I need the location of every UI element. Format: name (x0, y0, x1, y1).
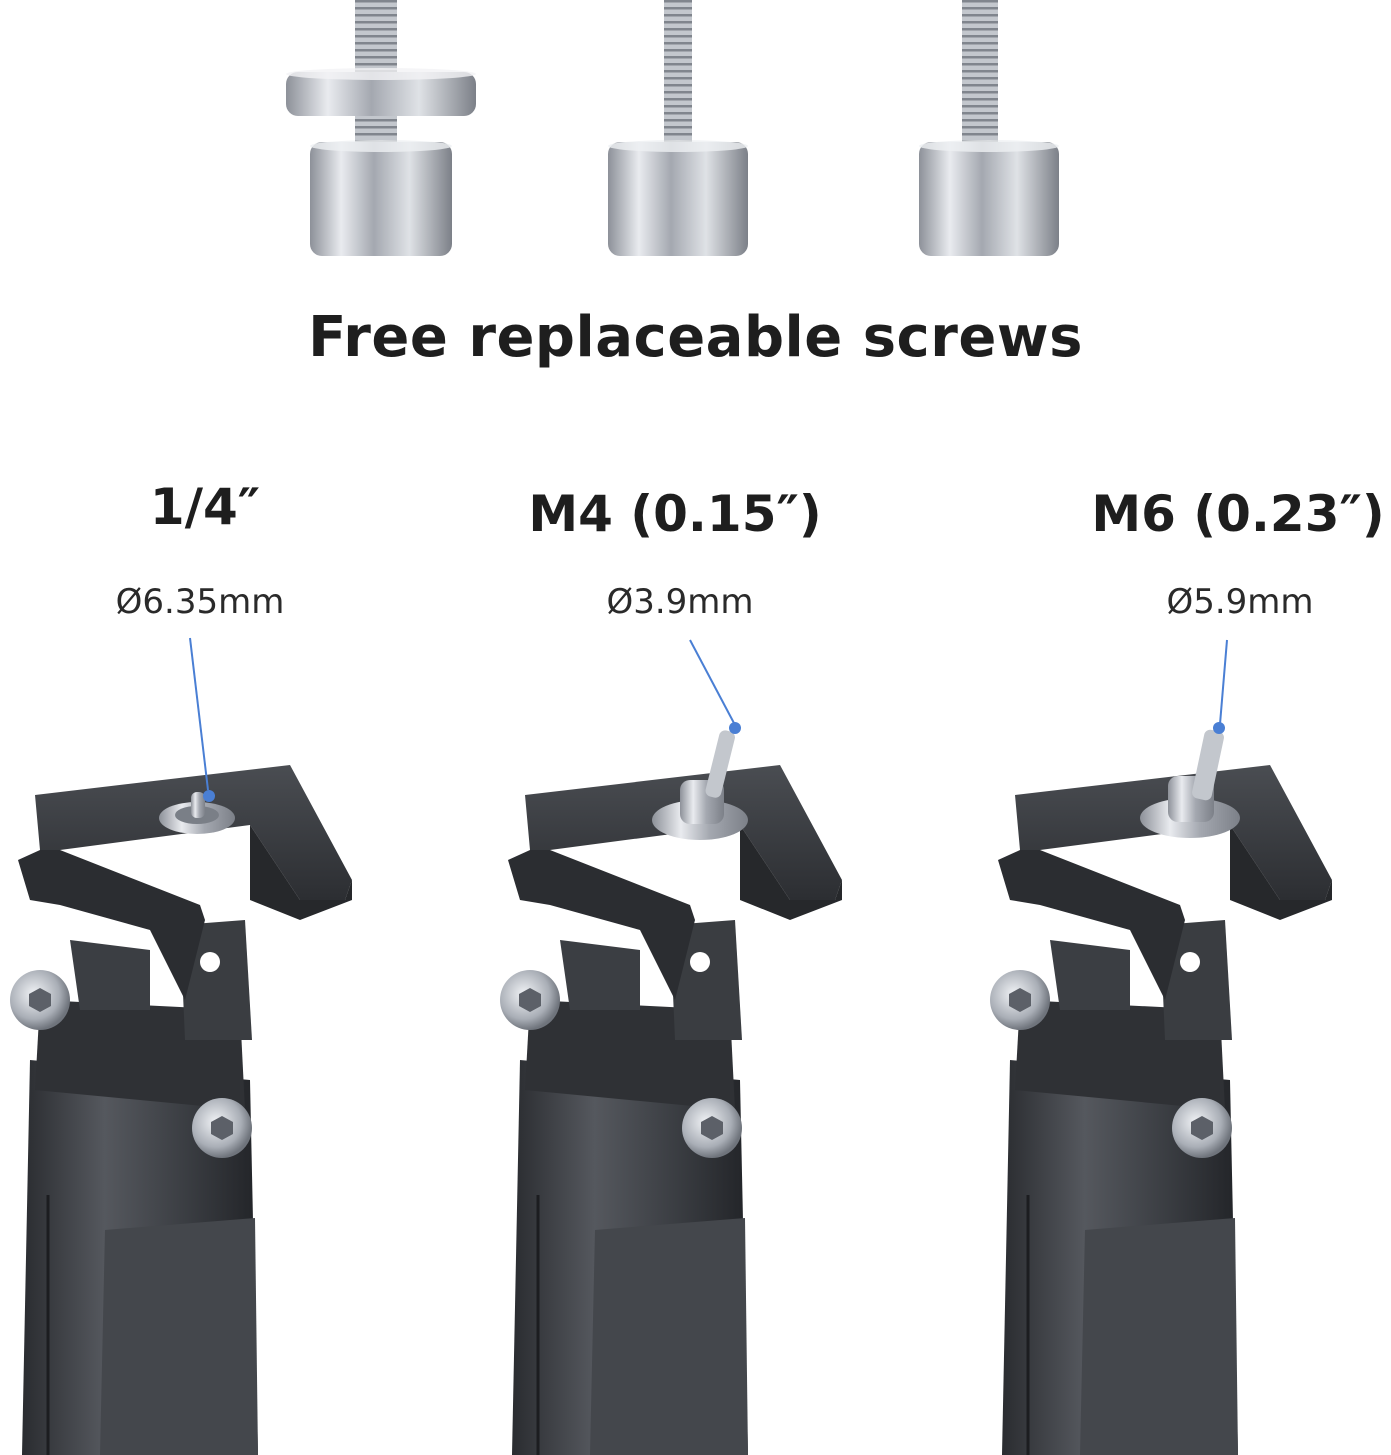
callout-dot-3 (1213, 722, 1225, 734)
callout-line-2 (689, 639, 736, 726)
callout-line-3 (1219, 639, 1228, 725)
callout-dot-1 (203, 790, 215, 802)
callout-line-1 (189, 637, 209, 791)
diameter-m6: Ø5.9mm (1166, 582, 1314, 622)
mount-m4 (498, 639, 844, 1455)
screw-m6 (919, 0, 1059, 256)
diameter-quarter-inch: Ø6.35mm (115, 582, 285, 622)
mount-quarter-inch (8, 637, 354, 1455)
headline: Free replaceable screws (308, 305, 1083, 370)
screw-m4 (608, 0, 748, 256)
label-m4: M4 (0.15″) (528, 485, 822, 543)
label-m6: M6 (0.23″) (1091, 485, 1385, 543)
label-quarter-inch: 1/4″ (149, 478, 261, 536)
diameter-m4: Ø3.9mm (606, 582, 754, 622)
callout-dot-2 (729, 722, 741, 734)
screw-quarter-inch (286, 0, 476, 256)
screws-illustration (286, 0, 1059, 256)
mount-m6 (988, 639, 1334, 1455)
